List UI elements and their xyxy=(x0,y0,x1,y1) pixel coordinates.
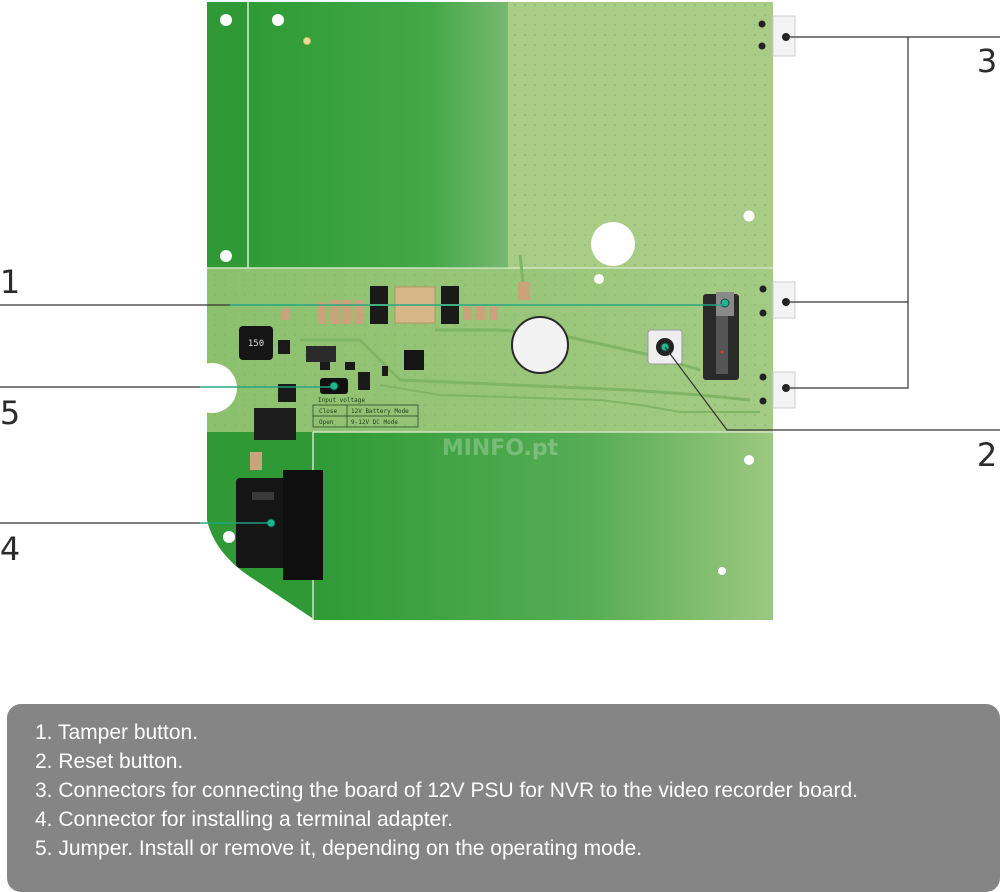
jumper-table-title: Input voltage xyxy=(318,397,365,404)
jumper-table: Input voltage Close 12V Battery Mode Ope… xyxy=(312,397,419,428)
jumper-row-2-state: Open xyxy=(319,419,334,426)
inductor-marking: 150 xyxy=(248,339,264,349)
callout-2: 2 xyxy=(977,436,997,474)
callout-4: 4 xyxy=(0,530,20,568)
jumper-row-1-state: Close xyxy=(319,408,337,415)
jumper-row-1-mode: 12V Battery Mode xyxy=(351,408,409,415)
callout-5: 5 xyxy=(0,394,20,432)
leader-line-3a xyxy=(786,36,909,303)
smd-components: 150 xyxy=(239,282,569,470)
watermark: MINFO.pt xyxy=(442,436,559,461)
terminal-adapter-connector xyxy=(236,470,323,580)
legend-item-5: 5. Jumper. Install or remove it, dependi… xyxy=(35,837,643,860)
callout-3: 3 xyxy=(977,42,997,80)
legend-panel: 1. Tamper button. 2. Reset button. 3. Co… xyxy=(7,704,1000,892)
legend-list: 1. Tamper button. 2. Reset button. 3. Co… xyxy=(35,718,978,863)
tamper-button xyxy=(703,292,739,380)
leader-line-2 xyxy=(664,346,1000,431)
pcb-diagram: 150 Input voltage Close 12V Battery Mode… xyxy=(0,2,1000,620)
leader-line-3c xyxy=(786,302,909,389)
connector-middle xyxy=(759,281,796,319)
jumper-row-2-mode: 9-12V DC Mode xyxy=(351,419,398,426)
legend-item-3: 3. Connectors for connecting the board o… xyxy=(35,779,858,802)
jumper xyxy=(320,378,348,394)
legend-item-1: 1. Tamper button. xyxy=(35,721,199,744)
callout-1: 1 xyxy=(0,263,20,301)
legend-item-2: 2. Reset button. xyxy=(35,750,184,773)
legend-item-4: 4. Connector for installing a terminal a… xyxy=(35,808,453,831)
marker-lines xyxy=(200,304,725,524)
